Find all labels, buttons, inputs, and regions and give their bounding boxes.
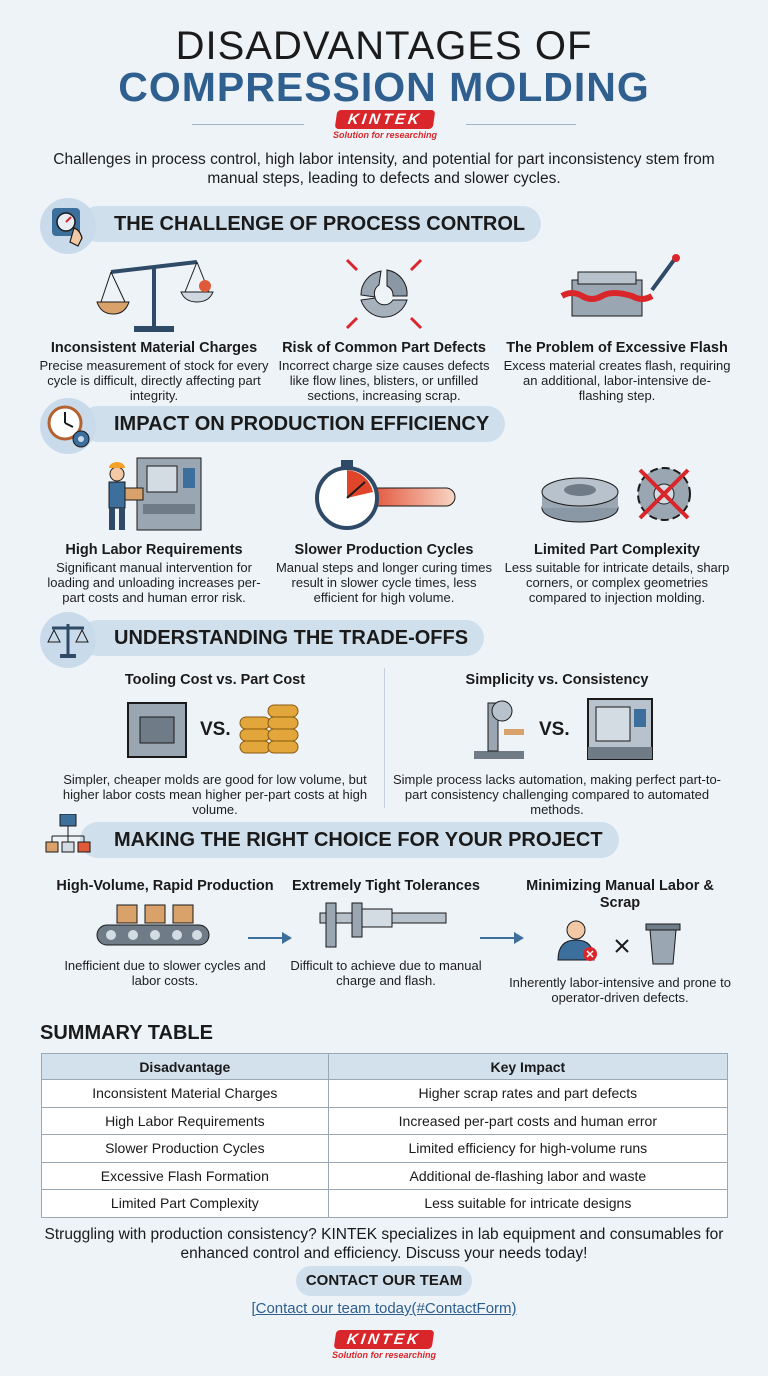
item-text: Simple process lacks automation, making …: [392, 772, 722, 817]
item-tight-tolerances: Extremely Tight Tolerances Difficult to …: [276, 874, 496, 988]
item-simplicity-vs-consistency: Simplicity vs. Consistency VS. Simple pr…: [392, 668, 722, 817]
item-title: Simplicity vs. Consistency: [465, 672, 649, 688]
table-cell: Excessive Flash Formation: [41, 1161, 329, 1190]
item-title: High-Volume, Rapid Production: [56, 878, 274, 894]
stopwatch-icon: [269, 452, 499, 538]
contact-link[interactable]: [Contact our team today(#ContactForm): [251, 1300, 517, 1317]
kintek-logo-footer: KINTEK Solution for researching: [316, 1330, 452, 1360]
table-header: Key Impact: [327, 1053, 729, 1080]
worker-trash-icon: [508, 912, 732, 974]
table-row: High Labor Requirements Increased per-pa…: [41, 1106, 729, 1135]
item-part-defects: Risk of Common Part Defects Incorrect ch…: [269, 250, 499, 403]
kintek-logo: KINTEK Solution for researching: [320, 110, 450, 140]
item-excessive-flash: The Problem of Excessive Flash Excess ma…: [502, 250, 732, 403]
item-high-labor: High Labor Requirements Significant manu…: [39, 452, 269, 605]
table-header-row: Disadvantage Key Impact: [41, 1053, 729, 1080]
item-text: Difficult to achieve due to manual charg…: [290, 958, 482, 988]
item-title: Slower Production Cycles: [294, 542, 474, 558]
item-limited-complexity: Limited Part Complexity Less suitable fo…: [502, 452, 732, 605]
contact-team-button[interactable]: CONTACT OUR TEAM: [296, 1266, 472, 1296]
dial-hand-icon: [40, 198, 96, 254]
flash-mold-icon: [502, 250, 732, 336]
caliper-icon: [276, 895, 496, 957]
logo-tagline: Solution for researching: [332, 130, 437, 140]
section-title: UNDERSTANDING THE TRADE-OFFS: [80, 620, 485, 656]
press-vs-machine-illustration: VS.: [392, 689, 722, 771]
clock-gear-icon: [40, 398, 96, 454]
item-slower-cycles: Slower Production Cycles Manual steps an…: [269, 452, 499, 605]
arrow-right-icon: [246, 930, 294, 951]
item-title: Minimizing Manual Labor & Scrap: [526, 878, 714, 911]
table-cell: Additional de-flashing labor and waste: [327, 1161, 729, 1190]
table-row: Excessive Flash Formation Additional de-…: [41, 1161, 729, 1190]
item-high-volume: High-Volume, Rapid Production Inefficien…: [55, 874, 275, 988]
logo-rule-right: [466, 124, 576, 125]
table-cell: Slower Production Cycles: [41, 1134, 329, 1163]
section-title: THE CHALLENGE OF PROCESS CONTROL: [80, 206, 542, 242]
table-cell: Limited efficiency for high-volume runs: [327, 1134, 729, 1163]
logo-tagline: Solution for researching: [331, 1350, 436, 1360]
item-text: Manual steps and longer curing times res…: [275, 560, 493, 605]
item-text: Simpler, cheaper molds are good for low …: [62, 772, 368, 817]
item-title: Risk of Common Part Defects: [282, 340, 486, 356]
item-title: Inconsistent Material Charges: [50, 340, 258, 356]
table-row: Slower Production Cycles Limited efficie…: [41, 1134, 729, 1163]
summary-table: Disadvantage Key Impact Inconsistent Mat…: [41, 1053, 729, 1218]
item-minimizing-labor: Minimizing Manual Labor & Scrap Inherent…: [508, 874, 732, 1005]
table-cell: Increased per-part costs and human error: [327, 1106, 729, 1135]
title-line-2: COMPRESSION MOLDING: [118, 64, 650, 110]
item-title: Limited Part Complexity: [534, 542, 700, 558]
item-text: Precise measurement of stock for every c…: [39, 358, 269, 403]
logo-text: KINTEK: [333, 1330, 435, 1349]
table-cell: Inconsistent Material Charges: [41, 1079, 329, 1108]
item-title: The Problem of Excessive Flash: [506, 340, 728, 356]
mold-vs-coins-illustration: VS.: [50, 689, 380, 771]
arrow-right-icon: [478, 930, 526, 951]
summary-title: SUMMARY TABLE: [40, 1022, 213, 1044]
part-crossed-gear-icon: [502, 452, 732, 538]
header-logo-row: KINTEK Solution for researching: [0, 110, 768, 146]
item-text: Inefficient due to slower cycles and lab…: [64, 958, 266, 988]
table-cell: Higher scrap rates and part defects: [327, 1079, 729, 1108]
intro-text: Challenges in process control, high labo…: [53, 151, 715, 187]
item-text: Excess material creates flash, requiring…: [503, 358, 731, 403]
table-cell: Less suitable for intricate designs: [327, 1189, 729, 1218]
item-inconsistent-charges: Inconsistent Material Charges Precise me…: [39, 250, 269, 403]
item-title: Extremely Tight Tolerances: [291, 878, 481, 894]
item-text: Incorrect charge size causes defects lik…: [278, 358, 490, 403]
tradeoffs-divider: [384, 668, 385, 808]
table-cell: High Labor Requirements: [41, 1106, 329, 1135]
section-title: MAKING THE RIGHT CHOICE FOR YOUR PROJECT: [80, 822, 619, 858]
table-cell: Limited Part Complexity: [41, 1189, 329, 1218]
scale-balance-icon: [39, 250, 269, 336]
footer-text: Struggling with production consistency? …: [44, 1226, 724, 1262]
table-row: Limited Part Complexity Less suitable fo…: [41, 1189, 729, 1218]
item-tooling-vs-part: Tooling Cost vs. Part Cost VS. Simpler, …: [50, 668, 380, 817]
table-row: Inconsistent Material Charges Higher scr…: [41, 1079, 729, 1108]
title-line-1: DISADVANTAGES OF: [175, 24, 593, 68]
item-title: Tooling Cost vs. Part Cost: [124, 672, 306, 688]
item-title: High Labor Requirements: [65, 542, 243, 558]
table-header: Disadvantage: [41, 1053, 329, 1080]
logo-text: KINTEK: [334, 110, 436, 129]
broken-ring-icon: [269, 250, 499, 336]
worker-machine-icon: [39, 452, 269, 538]
vs-label: VS.: [539, 719, 570, 740]
vs-label: VS.: [200, 719, 231, 740]
logo-rule-left: [192, 124, 304, 125]
item-text: Significant manual intervention for load…: [47, 560, 261, 605]
item-text: Inherently labor-intensive and prone to …: [509, 975, 731, 1005]
conveyor-icon: [55, 895, 275, 957]
item-text: Less suitable for intricate details, sha…: [504, 560, 730, 605]
justice-scale-icon: [40, 612, 96, 668]
section-title: IMPACT ON PRODUCTION EFFICIENCY: [80, 406, 506, 442]
flowchart-icon: [40, 813, 96, 870]
